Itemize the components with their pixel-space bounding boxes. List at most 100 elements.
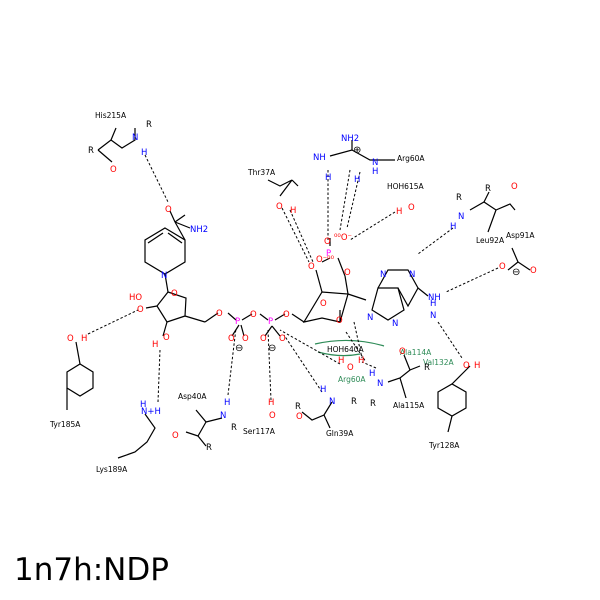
atom-o: O — [250, 310, 257, 320]
atom-r: R — [146, 120, 152, 130]
atom-n: N — [377, 379, 383, 389]
atom-o: O — [110, 165, 117, 175]
residue-labels: His215A Thr37A Arg60A HOH615A Leu92A Asp… — [49, 111, 535, 474]
charge-minus-icon: ⊖ — [235, 343, 243, 354]
residue-lys189: Lys189A — [96, 465, 128, 474]
hydrophobic-labels: Ala114A Val132A Arg60A — [338, 348, 455, 384]
charge-minus-icon: ⊖ — [512, 267, 520, 278]
residue-arg60-bottom: Arg60A — [338, 375, 366, 384]
atom-n: N — [367, 313, 373, 323]
hydrogen-bonds — [87, 154, 499, 403]
atom-n: NH2 — [341, 134, 359, 144]
residue-tyr185: Tyr185A — [49, 420, 81, 429]
atom-nh-plus: N+H — [141, 407, 161, 417]
atom-h: H — [354, 175, 360, 185]
hydrophobic-contacts — [314, 339, 385, 357]
nicotinamide-ring — [144, 227, 186, 275]
atom-o: O — [260, 334, 267, 344]
atom-o: O — [320, 299, 327, 309]
atom-r: R — [88, 146, 94, 156]
atom-h: H — [338, 356, 344, 366]
atom-o: O — [408, 203, 415, 213]
atom-h: H — [474, 361, 480, 371]
atom-h: H — [358, 356, 364, 366]
atom-n: N — [329, 397, 335, 407]
adenine-5ring — [371, 287, 405, 321]
atom-o: O — [347, 363, 354, 373]
atom-o: O — [530, 266, 537, 276]
atom-h: H — [450, 222, 456, 232]
atom-o: O — [336, 316, 343, 326]
atom-o: O — [296, 412, 303, 422]
residue-asp91: Asp91A — [506, 231, 535, 240]
charge-minus-icon: ⊖ — [268, 343, 276, 354]
atom-o: O — [324, 237, 331, 247]
atom-h: H — [152, 340, 158, 350]
residue-hoh640: HOH640A — [327, 345, 364, 354]
atom-o: O — [511, 182, 518, 192]
atom-r: R — [370, 399, 376, 409]
charge-plus-icon: ⊕ — [353, 145, 361, 156]
atom-n: N — [161, 271, 167, 281]
atom-nh2: NH2 — [190, 225, 208, 235]
atom-r: R — [424, 363, 430, 373]
atom-h: H — [290, 206, 296, 216]
atom-labels-oxygen: O O O O O⁻⁰⁰ O ⁰⁰O⁻ O O O O O HO O O O O… — [67, 165, 537, 441]
atom-o: O — [463, 361, 470, 371]
residue-asp40: Asp40A — [178, 392, 207, 401]
residue-ser117: Ser117A — [243, 427, 276, 436]
atom-o: O — [242, 334, 249, 344]
atom-labels-phosphorus: P P P — [235, 249, 331, 327]
atom-oh: O — [67, 334, 74, 344]
atom-o-minus: O⁻⁰⁰ — [316, 255, 335, 265]
atom-o: O — [308, 262, 315, 272]
atom-o: O — [283, 310, 290, 320]
tyr128-ring — [437, 383, 467, 417]
residue-leu92: Leu92A — [476, 236, 505, 245]
tyr185-ring — [66, 363, 94, 397]
atom-h: H — [372, 167, 378, 177]
atom-n: NH — [313, 153, 326, 163]
atom-n: N — [372, 158, 378, 168]
atom-o: O — [279, 334, 286, 344]
atom-r: R — [295, 402, 301, 412]
atom-r: R — [231, 423, 237, 433]
atom-labels-hydrogen-red: H H H H H H H H — [81, 206, 480, 408]
residue-val132: Val132A — [423, 358, 455, 367]
residue-thr37: Thr37A — [247, 168, 276, 177]
atom-o: O — [344, 268, 351, 278]
residue-hoh615: HOH615A — [387, 182, 424, 191]
residue-arg60-top: Arg60A — [397, 154, 425, 163]
atom-p: P — [326, 249, 331, 259]
atom-n: N — [380, 270, 386, 280]
atom-o: O — [399, 347, 406, 357]
residue-ala114: Ala114A — [400, 348, 432, 357]
atom-r: R — [456, 193, 462, 203]
atom-n: N — [409, 270, 415, 280]
atom-labels-carbon-R: R R R R R R R R R R — [88, 120, 491, 453]
atom-p: P — [268, 317, 273, 327]
atom-o: O — [172, 431, 179, 441]
atom-o: O — [269, 411, 276, 421]
ligand-bonds — [144, 210, 429, 337]
atom-r: R — [206, 443, 212, 453]
ribose-1 — [156, 291, 187, 323]
atom-h: H — [325, 173, 331, 183]
atom-h: H — [268, 398, 274, 408]
residue-tyr128: Tyr128A — [428, 441, 460, 450]
adenine-6ring — [377, 269, 419, 308]
charge-labels: ⊕ ⊖ ⊖ ⊖ — [235, 145, 520, 354]
atom-r: R — [351, 397, 357, 407]
atom-o: O — [165, 205, 172, 215]
atom-o: O — [171, 289, 178, 299]
atom-o: O — [216, 309, 223, 319]
atom-h: H — [81, 334, 87, 344]
atom-o: O — [276, 202, 283, 212]
atom-h: H — [369, 369, 375, 379]
residue-bonds — [66, 127, 531, 459]
atom-h: H — [320, 385, 326, 395]
atom-labels-nitrogen: N H NH2 N NH2 NH N H H H N H N N N N NH … — [132, 133, 464, 421]
residue-his215: His215A — [95, 111, 127, 120]
